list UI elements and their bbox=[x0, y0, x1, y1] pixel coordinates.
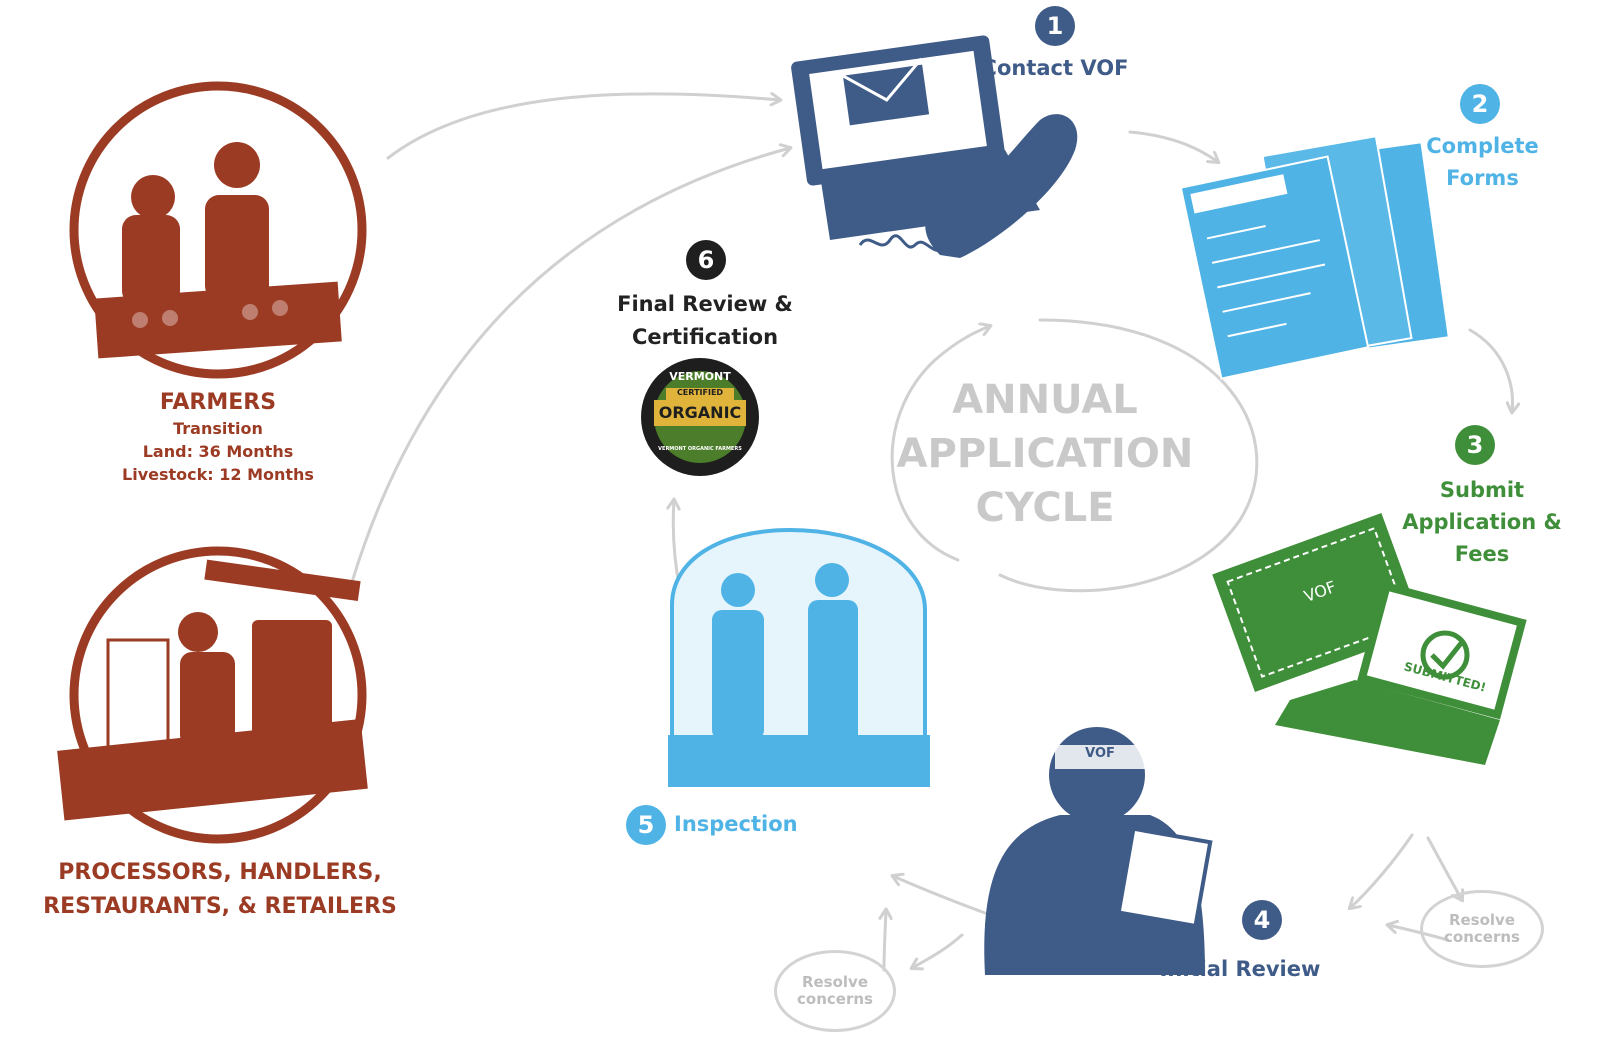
farmers-illustration bbox=[69, 81, 367, 379]
step-1-label: Contact VOF bbox=[981, 56, 1129, 80]
arrow-resolve-to-inspection bbox=[884, 910, 886, 972]
step-4-badge: 4 bbox=[1242, 900, 1282, 940]
step-5-label: Inspection bbox=[674, 812, 798, 836]
arrow-contact-to-forms bbox=[1128, 130, 1218, 162]
forms-illustration bbox=[1179, 135, 1448, 380]
annual-application-cycle-label: ANNUAL APPLICATION CYCLE bbox=[896, 377, 1194, 531]
step-1-badge: 1 bbox=[1035, 6, 1075, 46]
cycle-loop bbox=[890, 326, 990, 562]
arrow-review-to-resolve bbox=[912, 933, 964, 968]
arrow-farmers-to-contact bbox=[386, 94, 780, 160]
cap-vof-text: VOF bbox=[1085, 746, 1115, 761]
resolve-concerns-left: Resolve concerns bbox=[774, 950, 896, 1032]
arrow-submit-to-resolve bbox=[1426, 836, 1462, 900]
farmers-transition: Transition bbox=[173, 419, 263, 438]
resolve-concerns-right: Resolve concerns bbox=[1420, 890, 1544, 968]
cycle-loop-top bbox=[998, 318, 1259, 593]
step-3-label: Submit Application & Fees bbox=[1402, 478, 1562, 566]
step-6-badge: 6 bbox=[686, 240, 726, 280]
processors-illustration bbox=[57, 546, 368, 844]
review-illustration bbox=[984, 727, 1213, 975]
step-2-badge: 2 bbox=[1460, 84, 1500, 124]
farmers-livestock: Livestock: 12 Months bbox=[122, 465, 314, 484]
inspection-illustration bbox=[668, 527, 930, 787]
seal-certified-text: CERTIFIED bbox=[676, 388, 724, 397]
processors-line2: RESTAURANTS, & RETAILERS bbox=[43, 894, 397, 919]
seal-top-text: VERMONT bbox=[669, 370, 731, 383]
seal-bottom-text: VERMONT ORGANIC FARMERS bbox=[658, 446, 742, 452]
step-2-label: Complete Forms bbox=[1426, 134, 1539, 190]
arrow-review-to-inspection bbox=[893, 876, 987, 915]
arrow-forms-to-submit bbox=[1468, 328, 1513, 412]
arrow-processors-to-contact bbox=[350, 148, 790, 584]
farmers-land: Land: 36 Months bbox=[142, 442, 294, 461]
step-4-label: Initial Review bbox=[1159, 957, 1321, 981]
farmers-title: FARMERS bbox=[159, 390, 277, 415]
processors-line1: PROCESSORS, HANDLERS, bbox=[58, 860, 382, 885]
step-3-badge: 3 bbox=[1455, 425, 1495, 465]
step-5-badge: 5 bbox=[626, 805, 666, 845]
submit-illustration bbox=[1212, 512, 1527, 765]
seal-organic-text: ORGANIC bbox=[658, 403, 742, 422]
step-6-label: Final Review & Certification bbox=[617, 292, 793, 349]
organic-seal bbox=[641, 358, 759, 476]
arrow-submit-to-review bbox=[1350, 833, 1414, 908]
contact-illustration bbox=[791, 35, 1078, 259]
